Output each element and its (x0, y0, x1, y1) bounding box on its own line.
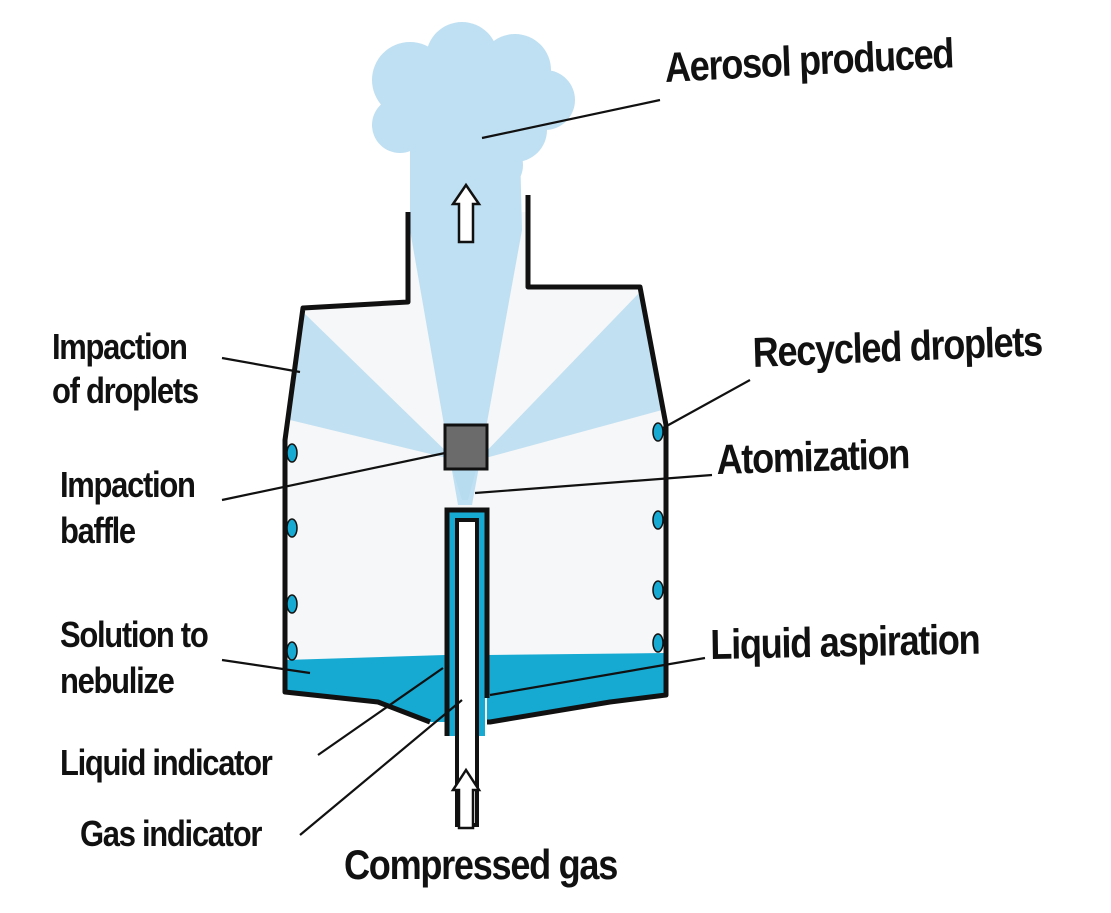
leader-atomization (474, 473, 713, 495)
label-gas-indicator: Gas indicator (80, 813, 262, 854)
label-atomization: Atomization (715, 430, 910, 483)
label-impaction-baffle-line2: baffle (60, 510, 136, 551)
droplet (286, 641, 298, 661)
nozzle-outer (444, 507, 490, 736)
impaction-baffle (443, 423, 489, 471)
chamber-outline (282, 195, 669, 725)
leader-recycled (662, 379, 751, 429)
droplet (652, 510, 664, 530)
label-solution-line2: nebulize (60, 660, 175, 701)
spray-right (478, 292, 662, 460)
droplet (286, 594, 298, 614)
leader-impaction-droplets (221, 356, 301, 374)
spray-left (290, 312, 455, 460)
droplet (652, 633, 664, 653)
label-impaction-baffle-line1: Impaction (60, 464, 196, 505)
gas-up-arrow (450, 767, 482, 830)
liquid-reservoir (285, 655, 445, 722)
leader-liquid-indicator (317, 667, 444, 756)
label-impaction-droplets-line1: Impaction (52, 326, 188, 367)
leader-aerosol (481, 98, 661, 140)
droplet (652, 422, 664, 442)
label-liquid-indicator: Liquid indicator (60, 742, 273, 783)
droplet (286, 443, 298, 463)
droplet (652, 580, 664, 600)
leader-gas-indicator (299, 699, 463, 836)
label-liquid-aspiration: Liquid aspiration (709, 615, 980, 668)
label-solution-line1: Solution to (60, 614, 209, 655)
leader-solution (221, 658, 311, 675)
aerosol-up-arrow (450, 182, 482, 244)
droplet (286, 518, 298, 538)
leader-aspiration (489, 656, 706, 697)
liquid-reservoir-right (487, 653, 666, 722)
aerosol-cloud (372, 22, 575, 230)
label-impaction-droplets-line2: of droplets (52, 370, 199, 411)
leader-lines (221, 98, 751, 836)
spray-plume (410, 230, 522, 505)
leader-baffle (221, 451, 446, 502)
label-compressed-gas: Compressed gas (344, 841, 618, 888)
